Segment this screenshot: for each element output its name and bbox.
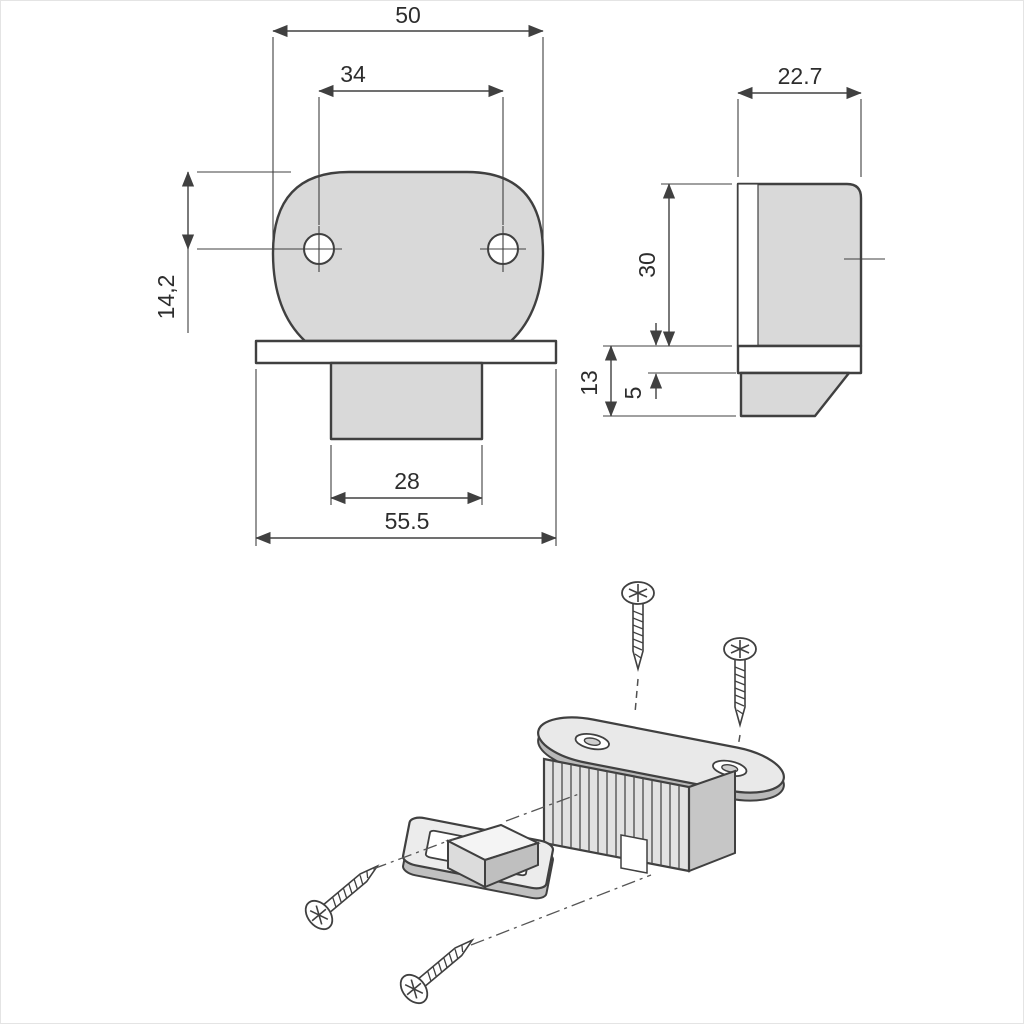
dim-top-width: 50 xyxy=(272,2,544,241)
screw-hole-right xyxy=(480,226,526,272)
dim-label-13: 13 xyxy=(576,370,602,396)
dim-hole-offset: 14,2 xyxy=(153,171,301,333)
magnet-block-side xyxy=(739,371,851,418)
plate-thickness-side xyxy=(737,183,759,347)
dim-hole-spacing: 34 xyxy=(318,61,504,225)
screw-hole-left xyxy=(296,226,342,272)
dim-label-28: 28 xyxy=(394,468,420,494)
flange-side xyxy=(736,344,863,375)
dim-depth: 22.7 xyxy=(737,63,862,177)
dim-lower-height: 13 xyxy=(576,345,736,417)
screw-bottom-1 xyxy=(299,852,389,936)
screw-top-2 xyxy=(723,637,757,726)
dim-flange-thickness: 5 xyxy=(620,323,736,399)
screw-leader-1 xyxy=(634,678,639,714)
screw-top-1 xyxy=(621,581,655,670)
housing-notch xyxy=(620,834,648,874)
body-side xyxy=(736,182,863,348)
catch-body xyxy=(534,710,788,874)
dim-block-width: 28 xyxy=(330,445,483,505)
dim-height: 30 xyxy=(603,183,732,347)
dim-label-34: 34 xyxy=(340,61,366,87)
screw-bottom-2 xyxy=(394,926,484,1010)
dim-label-55-5: 55.5 xyxy=(385,508,430,534)
side-view: 22.7 30 13 5 xyxy=(576,63,885,418)
dim-label-22-7: 22.7 xyxy=(778,63,823,89)
dim-label-50: 50 xyxy=(395,2,421,28)
strike-wedge-side xyxy=(484,841,539,889)
dim-label-30: 30 xyxy=(634,252,660,278)
magnet-block-front xyxy=(329,361,484,441)
flange-front xyxy=(254,339,558,365)
dim-label-5: 5 xyxy=(620,387,646,400)
dim-overall-width: 55.5 xyxy=(255,369,557,546)
catch-hole-right-inner xyxy=(721,764,738,774)
strike-plate xyxy=(402,816,554,901)
exploded-view xyxy=(299,581,788,1010)
front-view: 50 34 14,2 28 55.5 xyxy=(153,2,558,546)
catch-hole-left-inner xyxy=(584,737,601,747)
housing-side-face xyxy=(688,769,736,873)
assembly-centerlines xyxy=(372,793,652,946)
dim-label-14-2: 14,2 xyxy=(153,275,179,320)
